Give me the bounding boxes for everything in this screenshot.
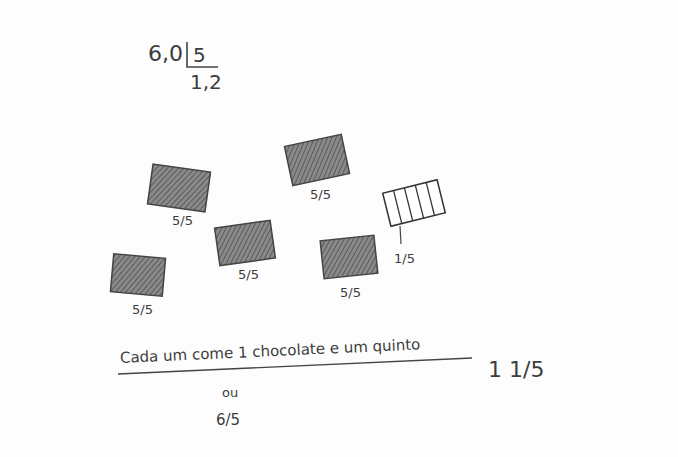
chocolate-bar — [147, 164, 210, 212]
fraction-label: 5/5 — [132, 303, 153, 317]
mixed-number: 1 1/5 — [488, 358, 544, 382]
divisor: 5 — [193, 44, 206, 66]
fraction-label: 6/5 — [216, 412, 240, 429]
fraction-label: 5/5 — [172, 214, 193, 228]
fraction-label: 5/5 — [310, 188, 331, 202]
fraction-label: 5/5 — [340, 286, 361, 300]
leader-line — [400, 226, 401, 244]
dividend: 6,0 — [148, 42, 183, 66]
chocolate-bar — [320, 235, 378, 278]
connector-word: ou — [222, 386, 238, 400]
fraction-label: 1/5 — [394, 252, 415, 266]
chocolate-bar-fifths — [383, 180, 446, 227]
quotient: 1,2 — [190, 71, 222, 93]
division-bracket — [187, 42, 218, 67]
chocolate-bar — [110, 254, 165, 296]
chocolate-bar — [215, 220, 276, 265]
chocolate-bar — [284, 134, 349, 185]
fraction-label: 5/5 — [238, 268, 259, 282]
